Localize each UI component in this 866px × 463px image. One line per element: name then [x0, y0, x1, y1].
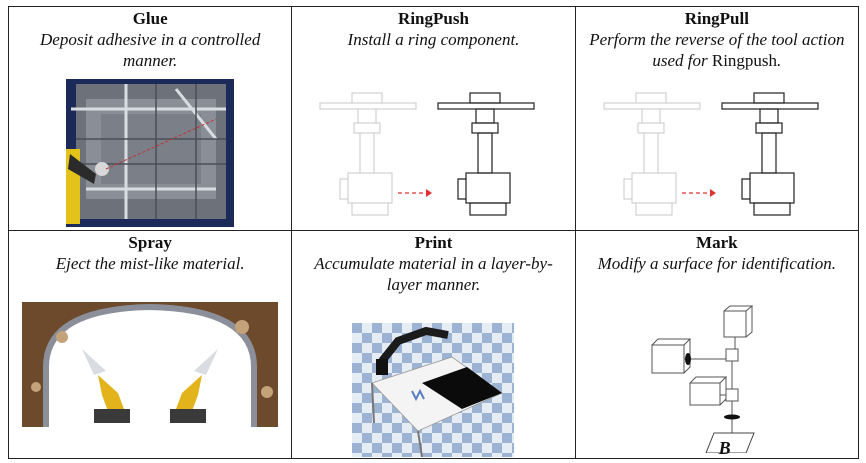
cell-title: Mark: [696, 233, 738, 252]
cell-title: RingPush: [398, 9, 469, 28]
cell-description: Modify a surface for identification.: [597, 254, 837, 273]
glue-car-underbody-image: [66, 79, 235, 227]
mark-optics-diagram: [651, 305, 755, 453]
cell-mark: Mark Modify a surface for identification…: [574, 230, 860, 459]
cell-title: RingPull: [684, 9, 749, 28]
cell-title: Spray: [128, 233, 172, 252]
cell-description: Perform the reverse of the tool action u…: [589, 30, 845, 70]
cell-ringpush: RingPush Install a ring component.: [291, 6, 576, 231]
print-robot-render: [352, 323, 515, 457]
cell-title: Print: [414, 233, 453, 252]
task-table: Glue Deposit adhesive in a controlled ma…: [7, 6, 860, 459]
spray-tunnel-illustration: [22, 302, 279, 427]
cell-description: Eject the mist-like material.: [55, 254, 245, 273]
cell-description: Deposit adhesive in a controlled manner.: [40, 30, 261, 70]
cell-title: Glue: [132, 9, 168, 28]
cell-glue: Glue Deposit adhesive in a controlled ma…: [7, 6, 293, 231]
ringpush-tool-diagram: [319, 92, 536, 216]
cell-description: Install a ring component.: [347, 30, 520, 49]
cell-spray: Spray Eject the mist-like material.: [7, 230, 293, 459]
mark-letter: B: [718, 438, 731, 458]
cell-ringpull: RingPull Perform the reverse of the tool…: [574, 6, 860, 231]
ringpull-tool-diagram: [603, 92, 819, 216]
cell-print: Print Accumulate material in a layer-by-…: [291, 230, 576, 459]
cell-description: Accumulate material in a layer-by-layer …: [314, 254, 553, 294]
